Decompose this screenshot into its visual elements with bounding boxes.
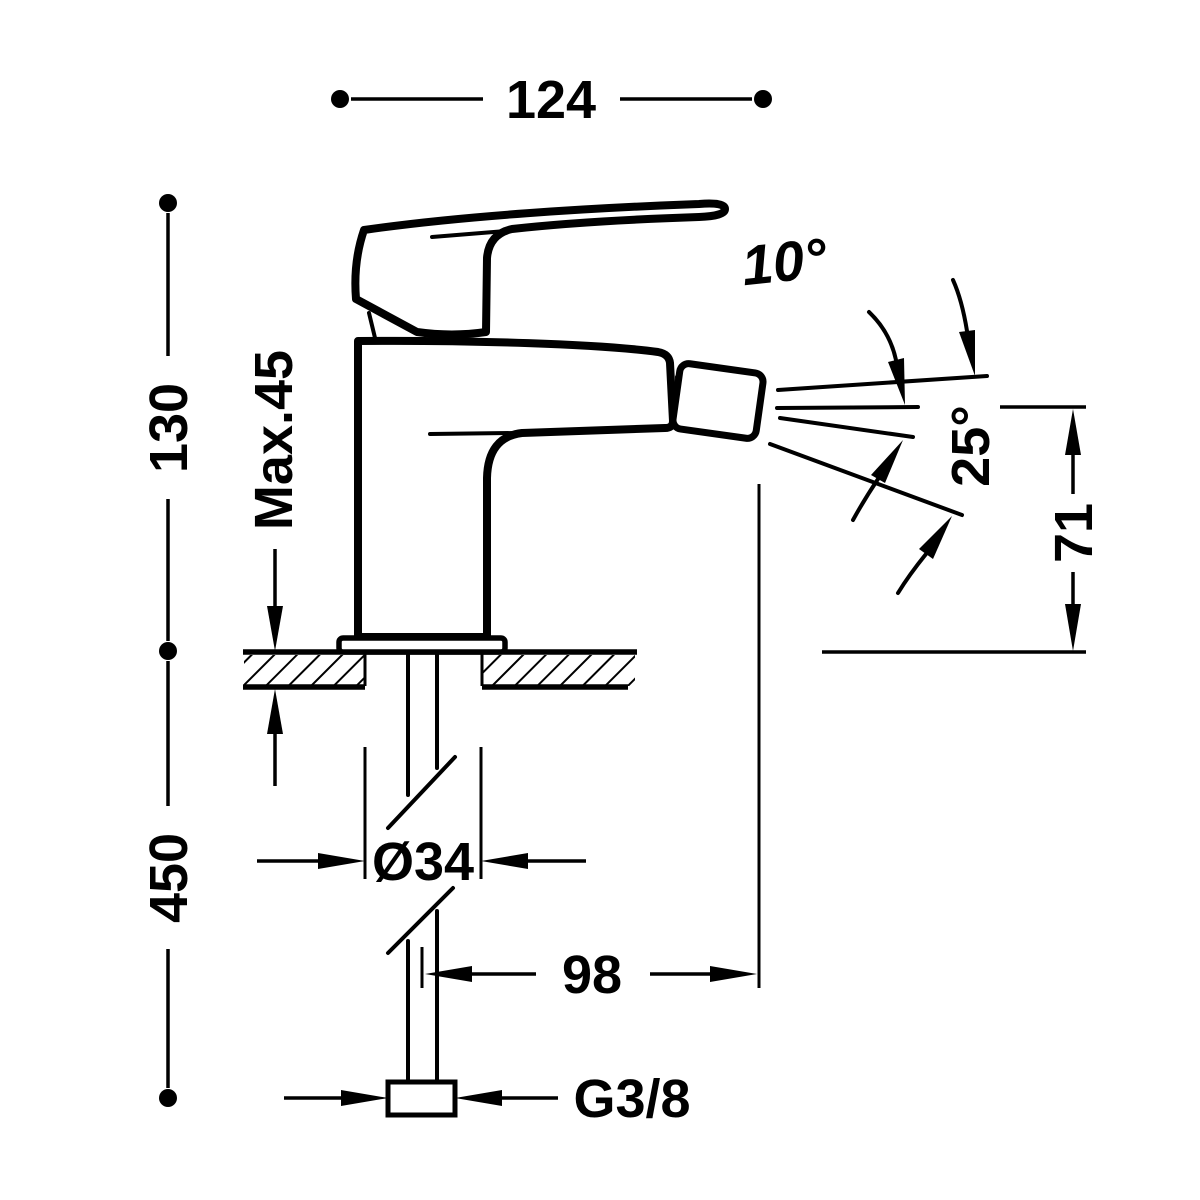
dimension-label-71: 71	[1044, 503, 1104, 563]
base-flange	[336, 635, 508, 655]
handle-accent-line	[430, 229, 508, 239]
dimension-label-d34: Ø34	[372, 832, 474, 892]
jet-ray-lower	[768, 442, 964, 517]
dimension-supply-connection: G3/8	[284, 1069, 691, 1129]
mounting-deck	[243, 649, 637, 690]
dimension-dot	[754, 90, 772, 108]
aerator-tip	[669, 360, 767, 442]
cartridge-neck-line	[367, 311, 378, 344]
spout-underside-accent-line	[428, 431, 516, 436]
jet-ray-upper	[776, 374, 989, 392]
deck-hatch-right	[483, 655, 635, 686]
dimension-label-max45: Max.45	[244, 350, 304, 530]
dimension-outlet-height: 71	[822, 405, 1104, 654]
arc-arrowhead	[888, 358, 905, 405]
faucet-handle-lever	[351, 199, 729, 339]
angle-arc-lower-left	[851, 477, 880, 522]
arc-arrowhead	[871, 440, 903, 483]
jet-ray-mid	[778, 416, 915, 439]
arrowhead-up	[1065, 409, 1081, 455]
arrowhead-down	[267, 606, 283, 651]
dimension-dot	[331, 90, 349, 108]
dimension-dot	[159, 1089, 177, 1107]
dimension-spout-reach: 98	[420, 484, 761, 1005]
dimension-dot	[159, 642, 177, 660]
dimension-height-chain: 130 450	[139, 194, 199, 1107]
angle-label-25: 25°	[941, 405, 1001, 487]
angle-arc-lower-right	[896, 552, 928, 595]
arc-arrowhead	[919, 516, 952, 559]
dimension-max-deck-thickness: Max.45	[244, 350, 304, 786]
faucet	[336, 199, 767, 655]
supply-pipe	[385, 652, 458, 1118]
arc-arrowhead	[959, 330, 975, 376]
arrowhead-down	[1065, 604, 1081, 651]
dimension-hole-diameter: Ø34	[257, 747, 586, 892]
angle-arc-upper-left	[867, 310, 898, 362]
arrowhead-right	[710, 966, 757, 982]
faucet-body	[354, 336, 677, 641]
arrowhead-left	[481, 853, 528, 869]
arrowhead-up	[267, 689, 283, 734]
deck-hatch-left	[244, 655, 364, 686]
arrowhead-right	[341, 1090, 388, 1106]
dimension-label-124: 124	[506, 70, 596, 130]
jet-angle-annotation: 10° 25°	[739, 226, 1001, 595]
arrowhead-right	[318, 853, 365, 869]
dimension-overall-depth: 124	[331, 70, 772, 130]
arrowhead-left	[425, 966, 472, 982]
dimension-label-g38: G3/8	[573, 1069, 690, 1129]
dimension-label-130: 130	[139, 383, 199, 473]
angle-arc-upper-right	[951, 278, 969, 333]
angle-label-10: 10°	[739, 226, 830, 298]
pipe-break-lower	[386, 886, 455, 955]
pipe-break-upper	[386, 755, 457, 830]
dimension-dot	[159, 194, 177, 212]
supply-connector-block	[385, 1079, 458, 1118]
dimension-label-98: 98	[562, 945, 622, 1005]
arrowhead-left	[455, 1090, 502, 1106]
jet-ray-horizontal	[775, 405, 920, 410]
dimension-label-450: 450	[139, 833, 199, 923]
